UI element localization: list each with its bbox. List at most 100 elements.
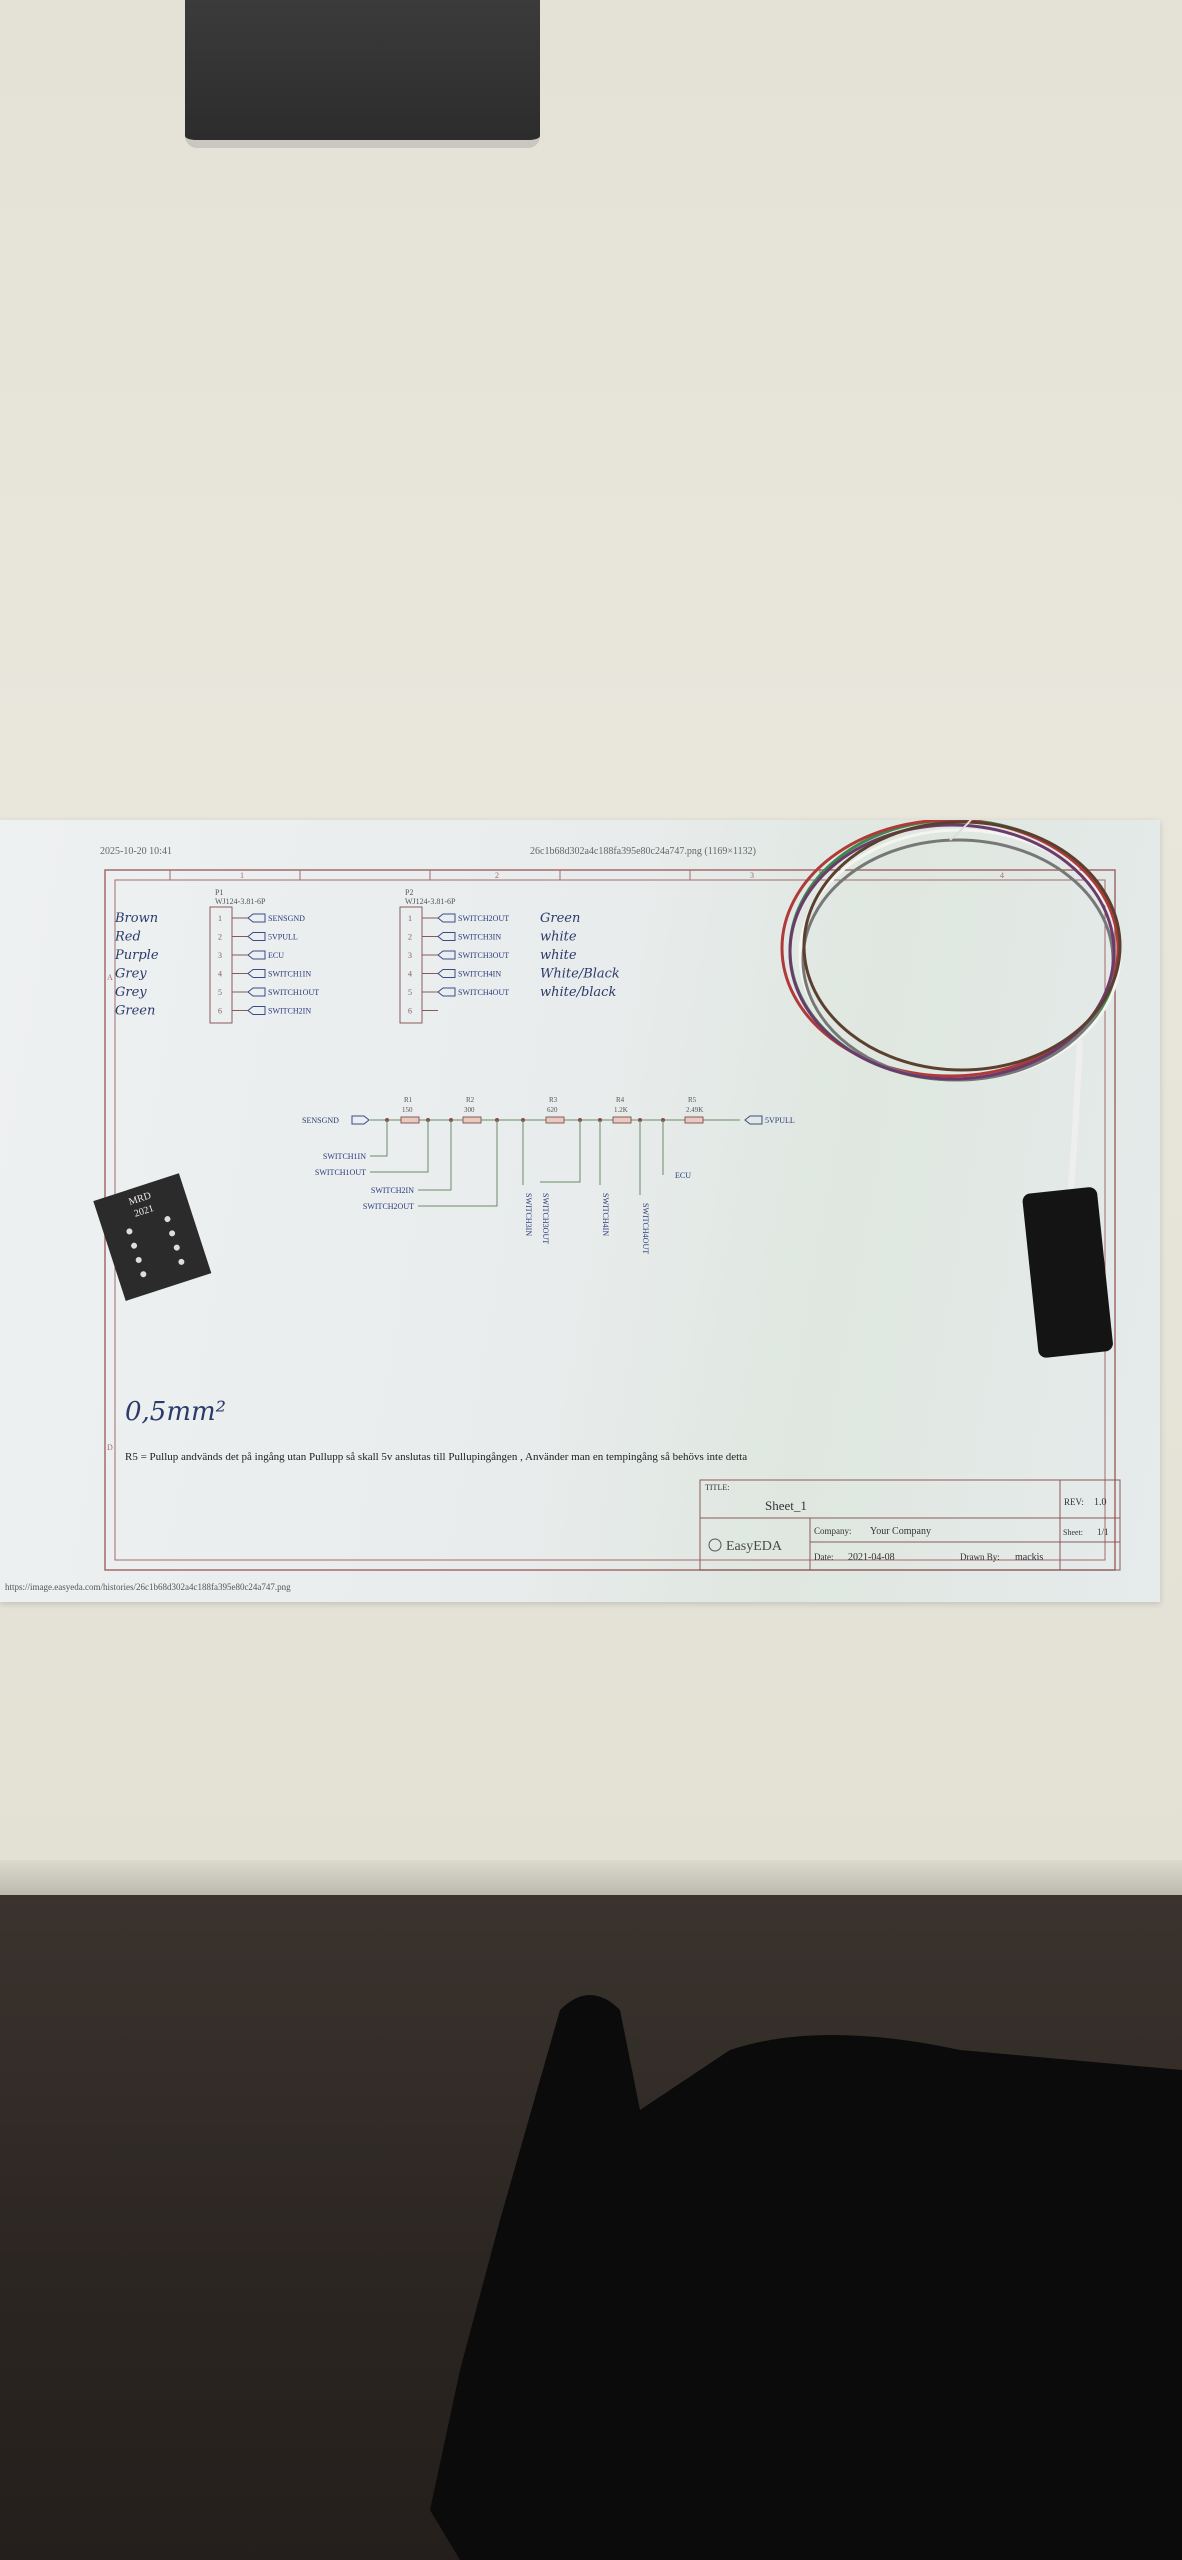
- net-port: [437, 913, 456, 923]
- pin-number: 5: [218, 988, 222, 997]
- handwritten-wire-size: 0,5mm²: [125, 1397, 226, 1427]
- connector-ref: P2: [405, 888, 413, 897]
- frame-row-d: D: [107, 1443, 113, 1452]
- sheet-label: Sheet:: [1063, 1528, 1083, 1537]
- pcb-image: MRD 2021: [93, 1173, 212, 1301]
- resistor-ref: R1: [404, 1096, 413, 1104]
- pin-number: 6: [408, 1007, 412, 1016]
- resistor: [612, 1116, 632, 1124]
- handwritten-wire-color: white/black: [540, 985, 616, 1000]
- company-value: Your Company: [870, 1526, 931, 1537]
- pin-number: 6: [218, 1007, 222, 1016]
- resistor: [462, 1116, 482, 1124]
- handwritten-wire-color: white: [540, 948, 577, 963]
- pin-net-label: SWITCH3OUT: [458, 951, 509, 960]
- pin-net-label: SWITCH2OUT: [458, 914, 509, 923]
- net-port: [437, 969, 456, 978]
- tap-wire: [540, 1120, 581, 1183]
- person-legs: [430, 1995, 1182, 2560]
- resistor: [684, 1116, 704, 1124]
- note-r5: R5 = Pullup andvänds det på ingång utan …: [125, 1451, 747, 1463]
- pin-net-label: ECU: [268, 951, 284, 960]
- resistor: [400, 1116, 420, 1124]
- company-label: Company:: [814, 1526, 852, 1536]
- resistor-ref: R5: [688, 1096, 697, 1104]
- schematic-printout: 2025-10-20 10:41 26c1b68d302a4c188fa395e…: [0, 789, 1160, 1602]
- connector-part: WJ124-3.81-6P: [405, 897, 456, 906]
- handwritten-wire-color: Green: [115, 1004, 155, 1019]
- connector-ref: P1: [215, 888, 223, 897]
- pin-number: 3: [218, 951, 222, 960]
- pin-number: 3: [408, 951, 412, 960]
- pin-net-label: SWITCH3IN: [458, 933, 501, 942]
- net-port: [247, 913, 266, 923]
- net-port: [247, 932, 266, 941]
- tap-net-label: SWITCH1OUT: [315, 1168, 366, 1177]
- ladder-left-net: SENSGND: [302, 1116, 339, 1125]
- frame-col-3: 3: [750, 871, 754, 880]
- net-port: [437, 932, 456, 941]
- pin-number: 5: [408, 988, 412, 997]
- tap-net-label: SWITCH2IN: [371, 1186, 414, 1195]
- handwritten-wire-color: Green: [540, 911, 580, 926]
- frame-col-2: 2: [495, 871, 499, 880]
- print-filename: 26c1b68d302a4c188fa395e80c24a747.png (11…: [530, 846, 756, 857]
- handwritten-wire-color: Red: [114, 930, 141, 945]
- resistor-ref: R3: [549, 1096, 558, 1104]
- resistor-ref: R2: [466, 1096, 475, 1104]
- tap-net-label: SWITCH2OUT: [363, 1202, 414, 1211]
- pin-number: 4: [408, 970, 412, 979]
- date-label: Date:: [814, 1552, 834, 1562]
- tap-net-label: SWITCH3OUT: [541, 1193, 550, 1244]
- tap-net-label: SWITCH3IN: [524, 1193, 533, 1236]
- handwritten-wire-color: Purple: [114, 948, 159, 963]
- resistor-value: 2.49K: [686, 1106, 703, 1114]
- drawn-by-label: Drawn By:: [960, 1552, 1000, 1562]
- pin-net-label: 5VPULL: [268, 933, 298, 942]
- tap-net-label: SWITCH4IN: [601, 1193, 610, 1236]
- schematic: 2025-10-20 10:41 26c1b68d302a4c188fa395e…: [5, 789, 1122, 1592]
- tap-net-label: ECU: [675, 1171, 691, 1180]
- resistor-value: 1.2K: [614, 1106, 628, 1114]
- sheet-value: 1/1: [1097, 1527, 1109, 1537]
- frame-row-a: A: [107, 973, 113, 982]
- frame-col-4: 4: [1000, 871, 1004, 880]
- handwritten-wire-color: Grey: [115, 967, 147, 982]
- wire-harness: [780, 789, 1122, 1201]
- connector-body: [399, 906, 423, 1024]
- date-value: 2021-04-08: [848, 1552, 895, 1563]
- tap-wire: [370, 1120, 429, 1173]
- rev-value: 1.0: [1094, 1497, 1107, 1508]
- resistor-value: 300: [464, 1106, 475, 1114]
- pin-net-label: SWITCH1OUT: [268, 988, 319, 997]
- pin-net-label: SWITCH4OUT: [458, 988, 509, 997]
- tap-wire: [418, 1120, 498, 1207]
- pin-number: 2: [218, 933, 222, 942]
- resistor-value: 150: [402, 1106, 413, 1114]
- net-port: [437, 950, 456, 960]
- net-port: [247, 987, 266, 997]
- easyeda-cloud-icon: [708, 1538, 722, 1552]
- handwritten-wire-color: Grey: [115, 985, 147, 1000]
- tap-net-label: SWITCH1IN: [323, 1152, 366, 1161]
- tap-wire: [418, 1120, 452, 1191]
- pin-net-label: SENSGND: [268, 914, 305, 923]
- connector-body: [209, 906, 233, 1024]
- black-box: [185, 0, 540, 148]
- print-datetime: 2025-10-20 10:41: [100, 846, 172, 857]
- resistor-value: 620: [547, 1106, 558, 1114]
- pin-net-label: SWITCH1IN: [268, 970, 311, 979]
- net-port: [247, 950, 266, 960]
- handwritten-wire-color: White/Black: [540, 967, 620, 982]
- net-port: [437, 987, 456, 997]
- pin-number: 4: [218, 970, 222, 979]
- print-footer-url: https://image.easyeda.com/histories/26c1…: [5, 1582, 291, 1592]
- net-port: [247, 969, 266, 978]
- net-port: [247, 1006, 266, 1015]
- frame-col-1: 1: [240, 871, 244, 880]
- net-port: [351, 1115, 370, 1125]
- pin-number: 2: [408, 933, 412, 942]
- resistor-ref: R4: [616, 1096, 625, 1104]
